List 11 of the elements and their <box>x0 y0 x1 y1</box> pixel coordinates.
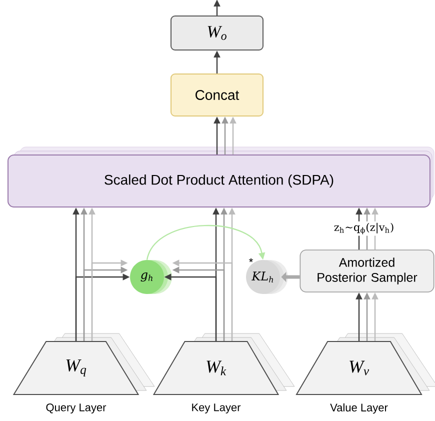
concat-box: Concat <box>170 74 264 116</box>
arrow <box>146 225 266 260</box>
attention-box: Scaled Dot Product Attention (SDPA) <box>8 154 430 208</box>
asterisk-mark: * <box>249 258 253 262</box>
edge-label: z$_{h}$~q$_{ϕ}$(z|v$_{h}$) <box>334 222 394 234</box>
weight-box: W$_{o}$ <box>170 16 264 50</box>
layer-caption: Query Layer <box>46 404 106 414</box>
arrow <box>214 0 220 16</box>
layer-caption: Key Layer <box>192 404 241 414</box>
sampler-box: Amortized Posterior Sampler <box>300 250 434 292</box>
layer-caption: Value Layer <box>330 403 388 414</box>
